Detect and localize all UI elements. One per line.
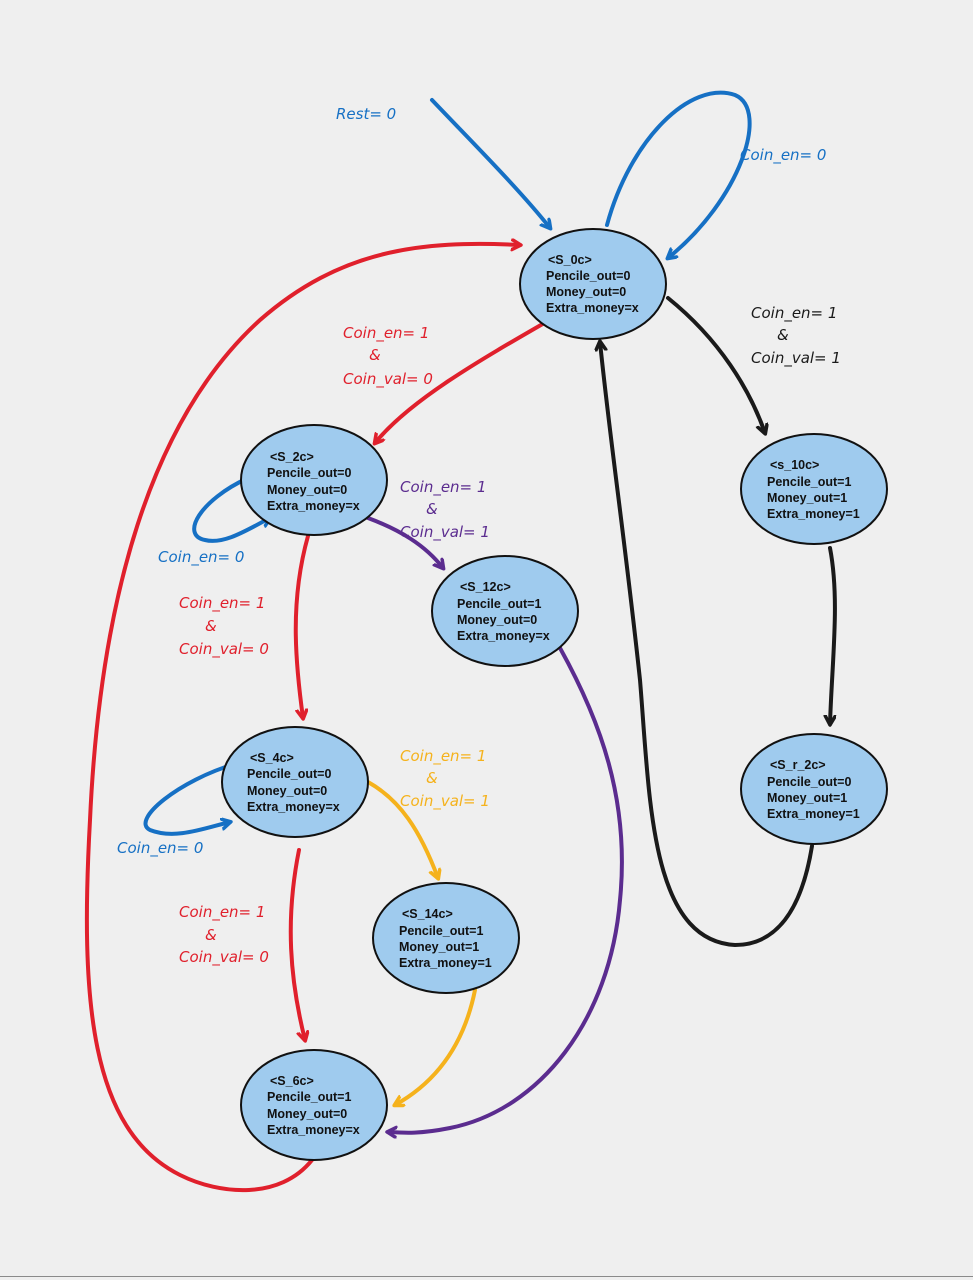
state-sr2c: <S_r_2c> Pencile_out=0 Money_out=1 Extra… xyxy=(740,733,888,845)
state-s4c-name: <S_4c> xyxy=(250,751,294,765)
label-s4-to-s14-line2: & xyxy=(426,769,438,787)
state-s0c-money: Money_out=0 xyxy=(546,285,626,299)
page-bottom-divider xyxy=(0,1276,973,1277)
state-s6c-money: Money_out=0 xyxy=(267,1107,347,1121)
label-s4-to-s6-line2: & xyxy=(205,926,217,944)
state-s2c-name: <S_2c> xyxy=(270,450,314,464)
edge-s4-to-s6 xyxy=(288,848,305,1040)
label-s4-to-s14-line1: Coin_en= 1 xyxy=(400,747,486,766)
label-s2-to-s4-line2: & xyxy=(205,617,217,635)
state-s2c-pencile: Pencile_out=0 xyxy=(267,466,351,480)
state-sr2c-money: Money_out=1 xyxy=(767,791,847,805)
state-s4c-extra: Extra_money=x xyxy=(247,800,340,814)
edge-s0-to-s2 xyxy=(375,316,555,443)
state-s12c-pencile: Pencile_out=1 xyxy=(457,597,541,611)
state-s14c-name: <S_14c> xyxy=(402,907,453,921)
state-s10c-extra: Extra_money=1 xyxy=(767,507,860,521)
state-s10c-money: Money_out=1 xyxy=(767,491,847,505)
state-s6c-extra: Extra_money=x xyxy=(267,1123,360,1137)
label-s2-to-s4-line1: Coin_en= 1 xyxy=(179,594,265,613)
state-s0c-pencile: Pencile_out=0 xyxy=(546,269,630,283)
state-sr2c-pencile: Pencile_out=0 xyxy=(767,775,851,789)
edge-sr2-to-s0 xyxy=(600,342,814,947)
edge-s2-to-s4 xyxy=(293,534,310,718)
s0-self-loop xyxy=(605,90,752,258)
state-s4c-pencile: Pencile_out=0 xyxy=(247,767,331,781)
state-s4c-money: Money_out=0 xyxy=(247,784,327,798)
edge-s2-to-s12 xyxy=(366,516,443,568)
label-s2-to-s12-line1: Coin_en= 1 xyxy=(400,478,486,497)
state-s0c-extra: Extra_money=x xyxy=(546,301,639,315)
label-s2-to-s12-line3: Coin_val= 1 xyxy=(400,523,490,542)
edge-s12-to-s6 xyxy=(388,646,624,1133)
label-s4-to-s14: Coin_en= 1 & Coin_val= 1 xyxy=(400,747,490,811)
label-reset: Rest= 0 xyxy=(336,105,396,123)
label-s4-to-s6-line1: Coin_en= 1 xyxy=(179,903,265,922)
edge-s10-to-sr2 xyxy=(830,546,837,724)
state-s0c: <S_0c> Pencile_out=0 Money_out=0 Extra_m… xyxy=(519,228,667,340)
label-s0-to-s2-line3: Coin_val= 0 xyxy=(343,370,433,389)
edge-s14-to-s6 xyxy=(395,988,477,1105)
state-s0c-name: <S_0c> xyxy=(548,253,592,267)
state-s14c-money: Money_out=1 xyxy=(399,940,479,954)
state-sr2c-name: <S_r_2c> xyxy=(770,758,826,772)
label-s0-to-s10-line1: Coin_en= 1 xyxy=(751,304,837,323)
state-s2c-extra: Extra_money=x xyxy=(267,499,360,513)
state-s14c-pencile: Pencile_out=1 xyxy=(399,924,483,938)
label-s4-self: Coin_en= 0 xyxy=(117,839,203,858)
state-s14c: <S_14c> Pencile_out=1 Money_out=1 Extra_… xyxy=(372,882,520,994)
state-s10c-pencile: Pencile_out=1 xyxy=(767,475,851,489)
label-s2-to-s12-line2: & xyxy=(426,500,438,518)
state-s4c: <S_4c> Pencile_out=0 Money_out=0 Extra_m… xyxy=(221,726,369,838)
state-s2c-money: Money_out=0 xyxy=(267,483,347,497)
state-sr2c-extra: Extra_money=1 xyxy=(767,807,860,821)
label-s0-self: Coin_en= 0 xyxy=(740,146,826,165)
label-s4-to-s6: Coin_en= 1 & Coin_val= 0 xyxy=(179,903,269,967)
state-s12c-name: <S_12c> xyxy=(460,580,511,594)
label-s0-to-s2: Coin_en= 1 & Coin_val= 0 xyxy=(343,324,433,389)
state-s6c-pencile: Pencile_out=1 xyxy=(267,1090,351,1104)
state-s10c-name: <s_10c> xyxy=(770,458,819,472)
label-s2-to-s4-line3: Coin_val= 0 xyxy=(179,640,269,659)
label-s0-to-s2-line2: & xyxy=(369,346,381,364)
state-s6c: <S_6c> Pencile_out=1 Money_out=0 Extra_m… xyxy=(240,1049,388,1161)
label-s0-to-s2-line1: Coin_en= 1 xyxy=(343,324,429,343)
state-s14c-extra: Extra_money=1 xyxy=(399,956,492,970)
state-s10c: <s_10c> Pencile_out=1 Money_out=1 Extra_… xyxy=(740,433,888,545)
state-s12c-extra: Extra_money=x xyxy=(457,629,550,643)
label-s2-self: Coin_en= 0 xyxy=(158,548,244,567)
s2-self-loop xyxy=(192,476,270,543)
state-s2c: <S_2c> Pencile_out=0 Money_out=0 Extra_m… xyxy=(240,424,388,536)
state-s6c-name: <S_6c> xyxy=(270,1074,314,1088)
label-s4-to-s14-line3: Coin_val= 1 xyxy=(400,792,490,811)
label-s4-to-s6-line3: Coin_val= 0 xyxy=(179,948,269,967)
state-s12c-money: Money_out=0 xyxy=(457,613,537,627)
edge-s4-to-s14 xyxy=(366,780,438,878)
label-s0-to-s10-line2: & xyxy=(777,326,789,344)
label-s2-to-s12: Coin_en= 1 & Coin_val= 1 xyxy=(400,478,490,542)
reset-arrow xyxy=(430,98,550,228)
s4-self-loop xyxy=(143,762,237,836)
edge-s6-to-s0 xyxy=(84,244,520,1193)
label-s2-to-s4: Coin_en= 1 & Coin_val= 0 xyxy=(179,594,269,659)
label-s0-to-s10-line3: Coin_val= 1 xyxy=(751,349,841,368)
label-s0-to-s10: Coin_en= 1 & Coin_val= 1 xyxy=(751,304,841,368)
state-s12c: <S_12c> Pencile_out=1 Money_out=0 Extra_… xyxy=(431,555,579,667)
edge-s0-to-s10 xyxy=(666,296,765,433)
